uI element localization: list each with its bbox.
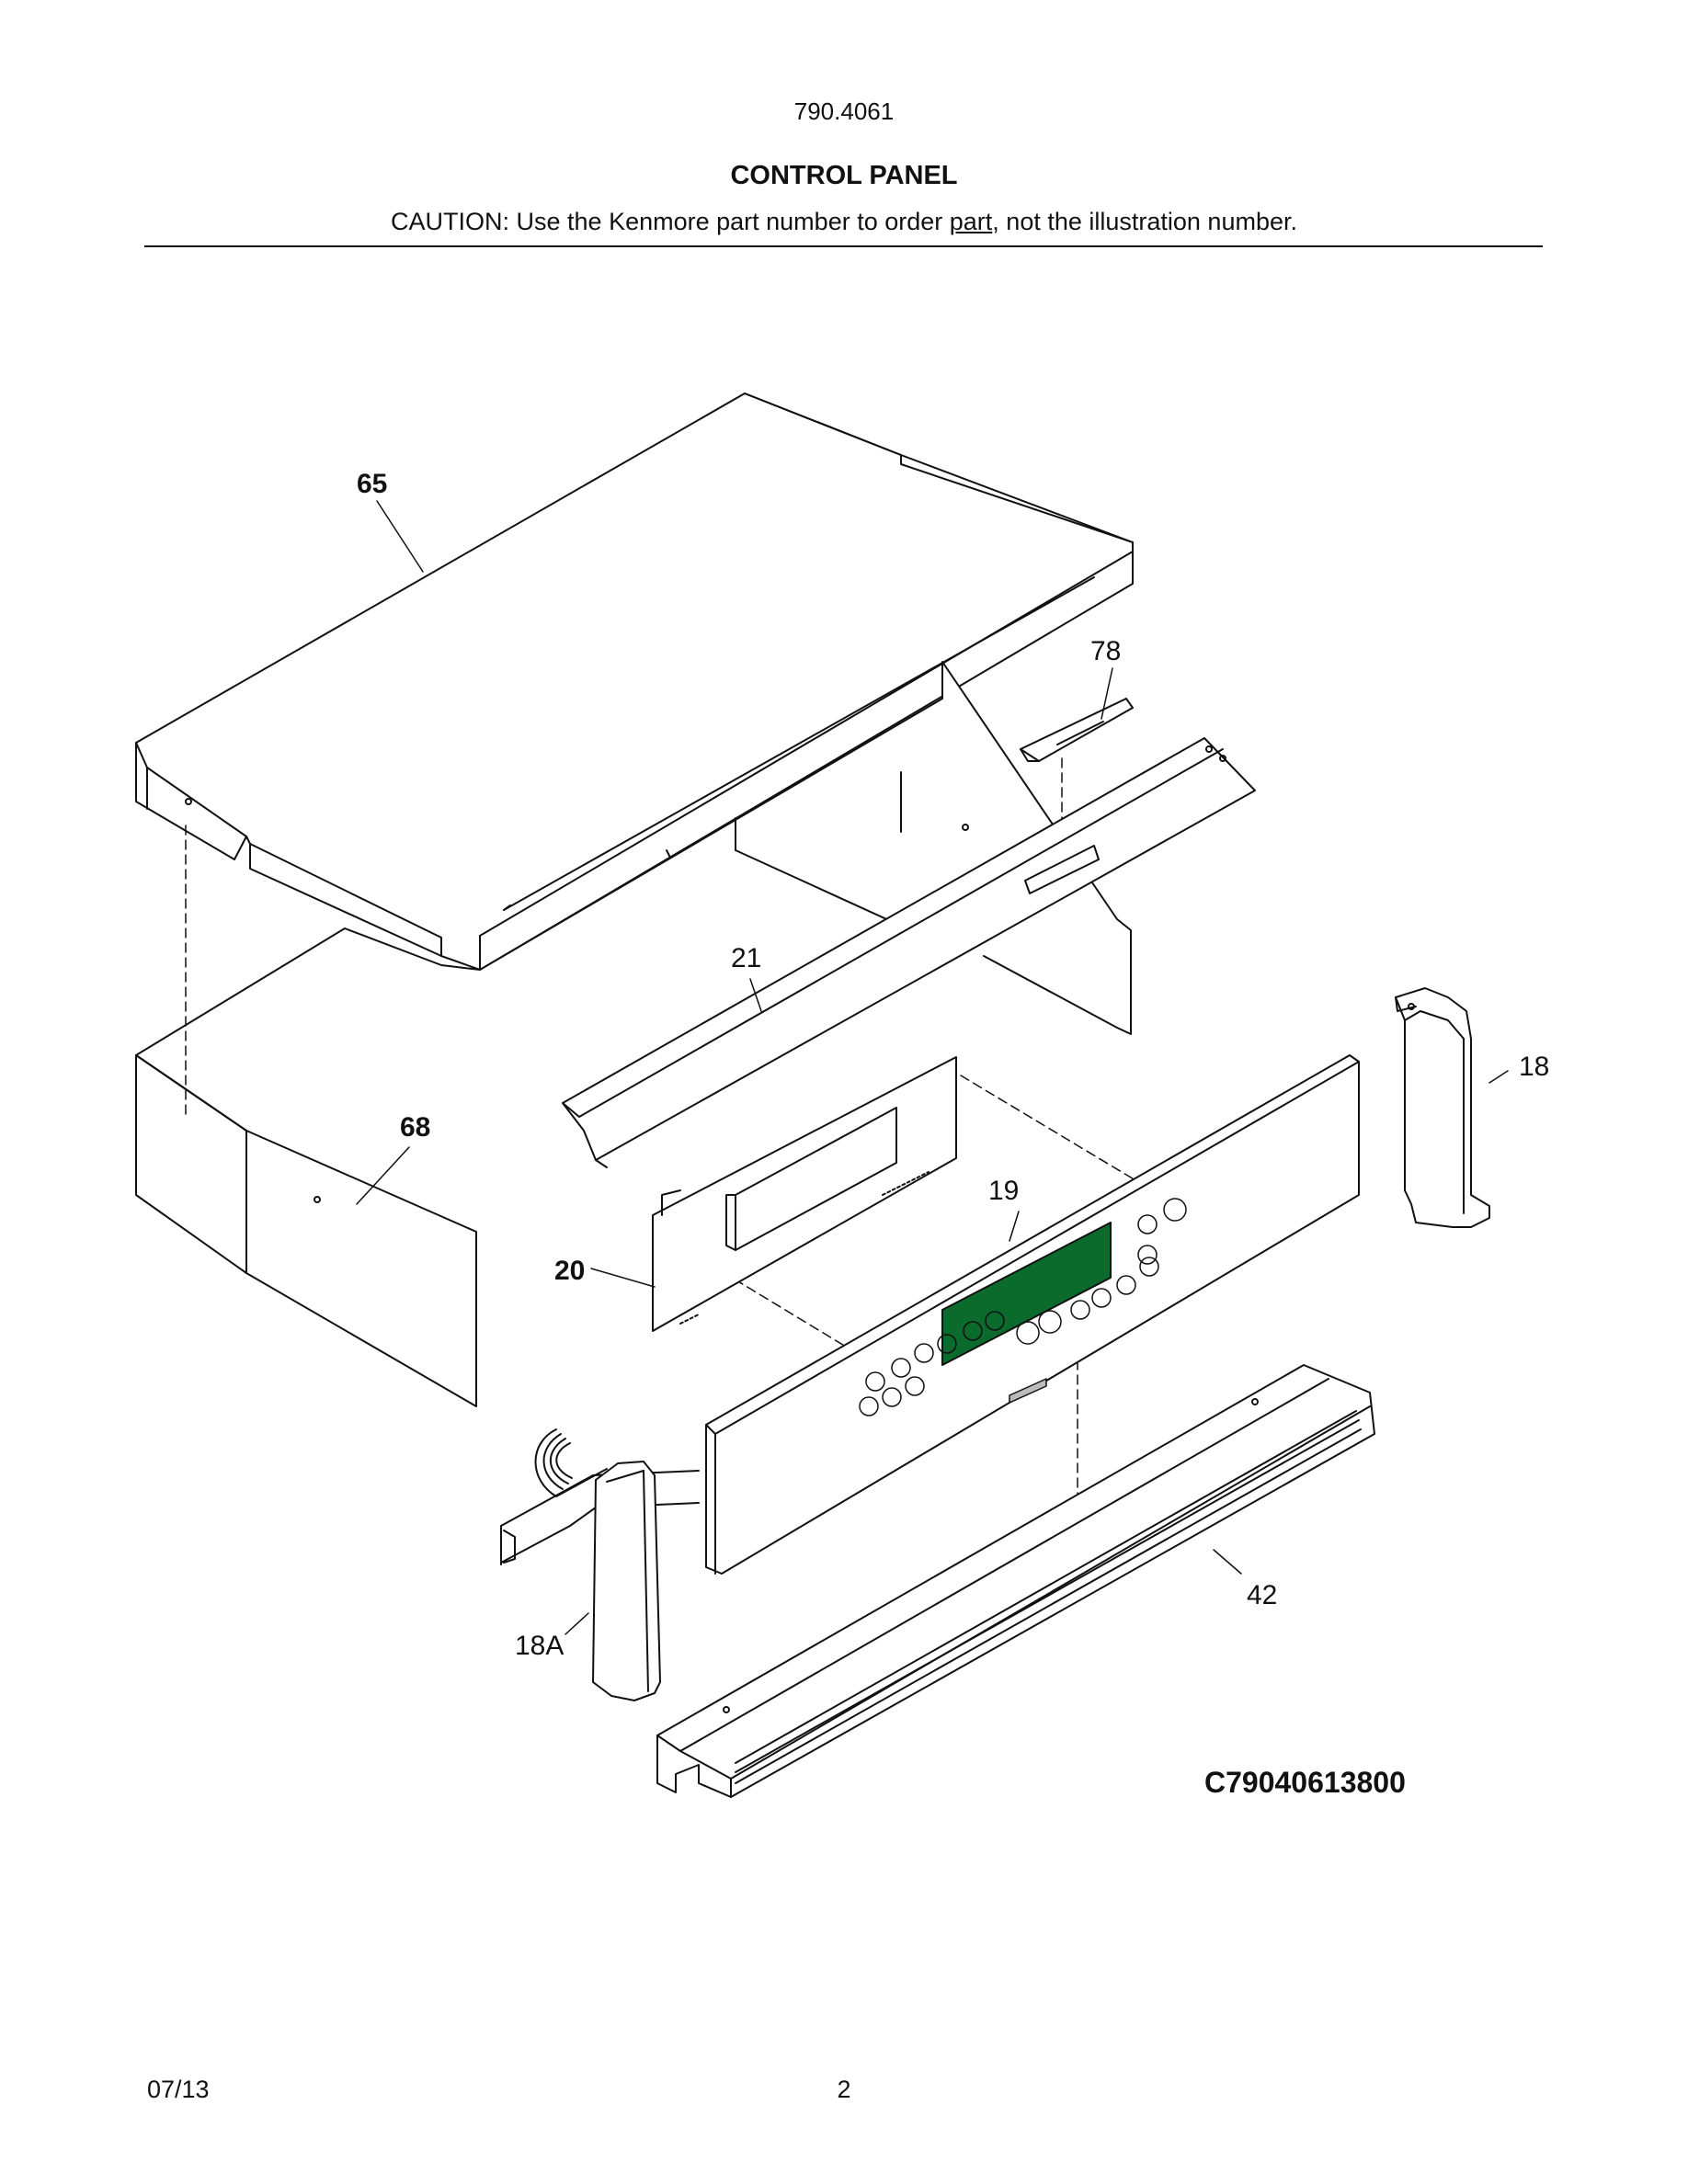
display-window	[941, 1222, 1112, 1366]
callout-65: 65	[357, 469, 387, 499]
callout-19: 19	[988, 1176, 1019, 1206]
callout-42: 42	[1247, 1580, 1277, 1610]
caution-prefix: CAUTION: Use the Kenmore part number to …	[391, 208, 950, 235]
part-78-bracket	[1020, 698, 1134, 762]
footer-date: 07/13	[147, 2076, 210, 2103]
part-21-mounting-rail	[562, 737, 1256, 1168]
callout-21: 21	[731, 943, 761, 973]
callout-18A: 18A	[515, 1631, 564, 1661]
callout-20: 20	[554, 1256, 585, 1286]
callout-18: 18	[1519, 1052, 1549, 1082]
model-number: 790.4061	[793, 97, 895, 125]
caution-underlined: part	[949, 208, 993, 235]
caution-note: CAUTION: Use the Kenmore part number to …	[0, 208, 1688, 236]
part-65-top-cover	[135, 392, 1134, 971]
caution-suffix: , not the illustration number.	[992, 208, 1297, 235]
callout-68: 68	[400, 1112, 430, 1143]
page-number: 2	[837, 2076, 851, 2103]
part-42-lower-trim	[656, 1364, 1375, 1798]
header-divider	[144, 245, 1543, 247]
part-18A-left-end-cap	[500, 1428, 700, 1701]
page-title: CONTROL PANEL	[730, 161, 958, 190]
part-19-control-panel	[705, 1054, 1360, 1575]
diagram-id: C79040613800	[1204, 1766, 1406, 1799]
part-18-right-end-cap	[1395, 987, 1490, 1228]
leader-lines	[356, 500, 1509, 1635]
part-20-circuit-board	[652, 1056, 957, 1332]
callout-78: 78	[1090, 636, 1121, 666]
